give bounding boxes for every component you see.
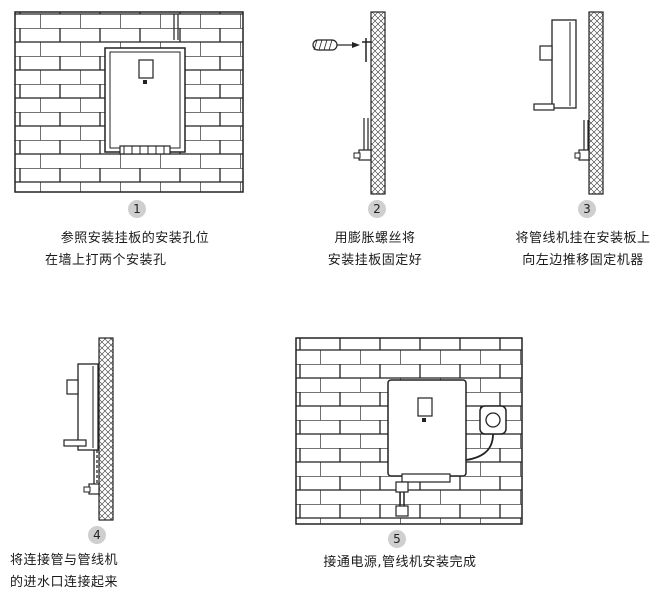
step3-illustration: [533, 11, 604, 195]
step4-line2: 的进水口连接起来: [10, 575, 119, 590]
step3-line2: 向左边推移固定机器: [522, 253, 644, 268]
step2-caption: 用膨胀螺丝将 安装挂板固定好: [300, 228, 450, 272]
step1-line2: 在墙上打两个安装孔: [45, 253, 167, 268]
step1-illustration: [14, 11, 244, 193]
step2-illustration: [312, 11, 386, 195]
step-number-4: 4: [88, 526, 106, 544]
step1-caption: 参照安装挂板的安装孔位 在墙上打两个安装孔: [35, 228, 235, 272]
step4-caption: 将连接管与管线机 的进水口连接起来: [10, 550, 160, 594]
step-number-2: 2: [368, 200, 386, 218]
step5-caption: 接通电源,管线机安装完成: [290, 552, 510, 574]
step3-caption: 将管线机挂在安装板上 向左边推移固定机器: [496, 228, 670, 272]
step-number-5: 5: [388, 530, 406, 548]
step3-line1: 将管线机挂在安装板上: [515, 231, 651, 246]
step5-line1: 接通电源,管线机安装完成: [323, 555, 477, 570]
step-number-1: 1: [128, 200, 146, 218]
step-number-3: 3: [578, 200, 596, 218]
step2-line2: 安装挂板固定好: [327, 253, 423, 268]
step2-line1: 用膨胀螺丝将: [334, 231, 416, 246]
step4-illustration: [63, 337, 114, 521]
step5-illustration: [295, 337, 523, 525]
step1-line1: 参照安装挂板的安装孔位: [60, 231, 210, 246]
step4-line1: 将连接管与管线机: [10, 553, 119, 568]
